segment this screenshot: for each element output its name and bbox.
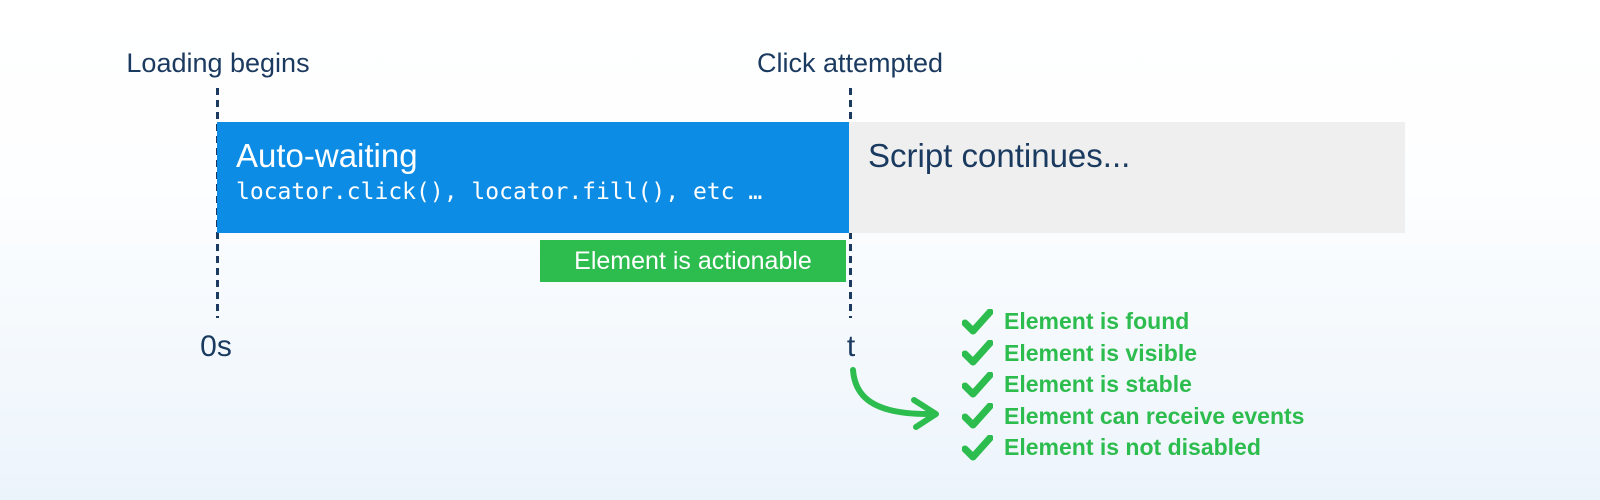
checklist-item: Element is not disabled bbox=[962, 432, 1304, 464]
script-continues-bar: Script continues... bbox=[849, 122, 1405, 233]
checklist-item-label: Element is stable bbox=[1004, 371, 1192, 398]
curved-arrow-icon bbox=[850, 367, 939, 430]
checklist-item: Element can receive events bbox=[962, 401, 1304, 433]
checklist-item-label: Element is not disabled bbox=[1004, 434, 1261, 461]
click-attempted-label: Click attempted bbox=[756, 48, 944, 78]
checklist-item-label: Element can receive events bbox=[1004, 402, 1305, 429]
checkmark-icon bbox=[962, 403, 993, 429]
checklist-item-label: Element is visible bbox=[1004, 339, 1198, 366]
auto-waiting-title: Auto-waiting bbox=[236, 137, 418, 174]
checkmark-icon bbox=[962, 340, 993, 366]
checklist-item: Element is visible bbox=[962, 338, 1304, 370]
end-tick-label: t bbox=[846, 330, 856, 363]
auto-waiting-bar: Auto-waiting locator.click(), locator.fi… bbox=[217, 122, 849, 233]
script-continues-label: Script continues... bbox=[868, 137, 1131, 174]
checkmark-icon bbox=[962, 308, 993, 335]
checkmark-icon bbox=[962, 371, 993, 398]
checklist-item: Element is found bbox=[962, 306, 1304, 338]
loading-begins-label: Loading begins bbox=[126, 48, 310, 78]
start-tick-label: 0s bbox=[200, 330, 232, 363]
checklist-item: Element is stable bbox=[962, 369, 1304, 401]
element-actionable-badge: Element is actionable bbox=[540, 240, 846, 282]
auto-waiting-code: locator.click(), locator.fill(), etc … bbox=[236, 179, 763, 205]
actionability-checklist: Element is found Element is visible Elem… bbox=[962, 306, 1304, 464]
checkmark-icon bbox=[962, 434, 993, 461]
checklist-item-label: Element is found bbox=[1004, 308, 1190, 335]
